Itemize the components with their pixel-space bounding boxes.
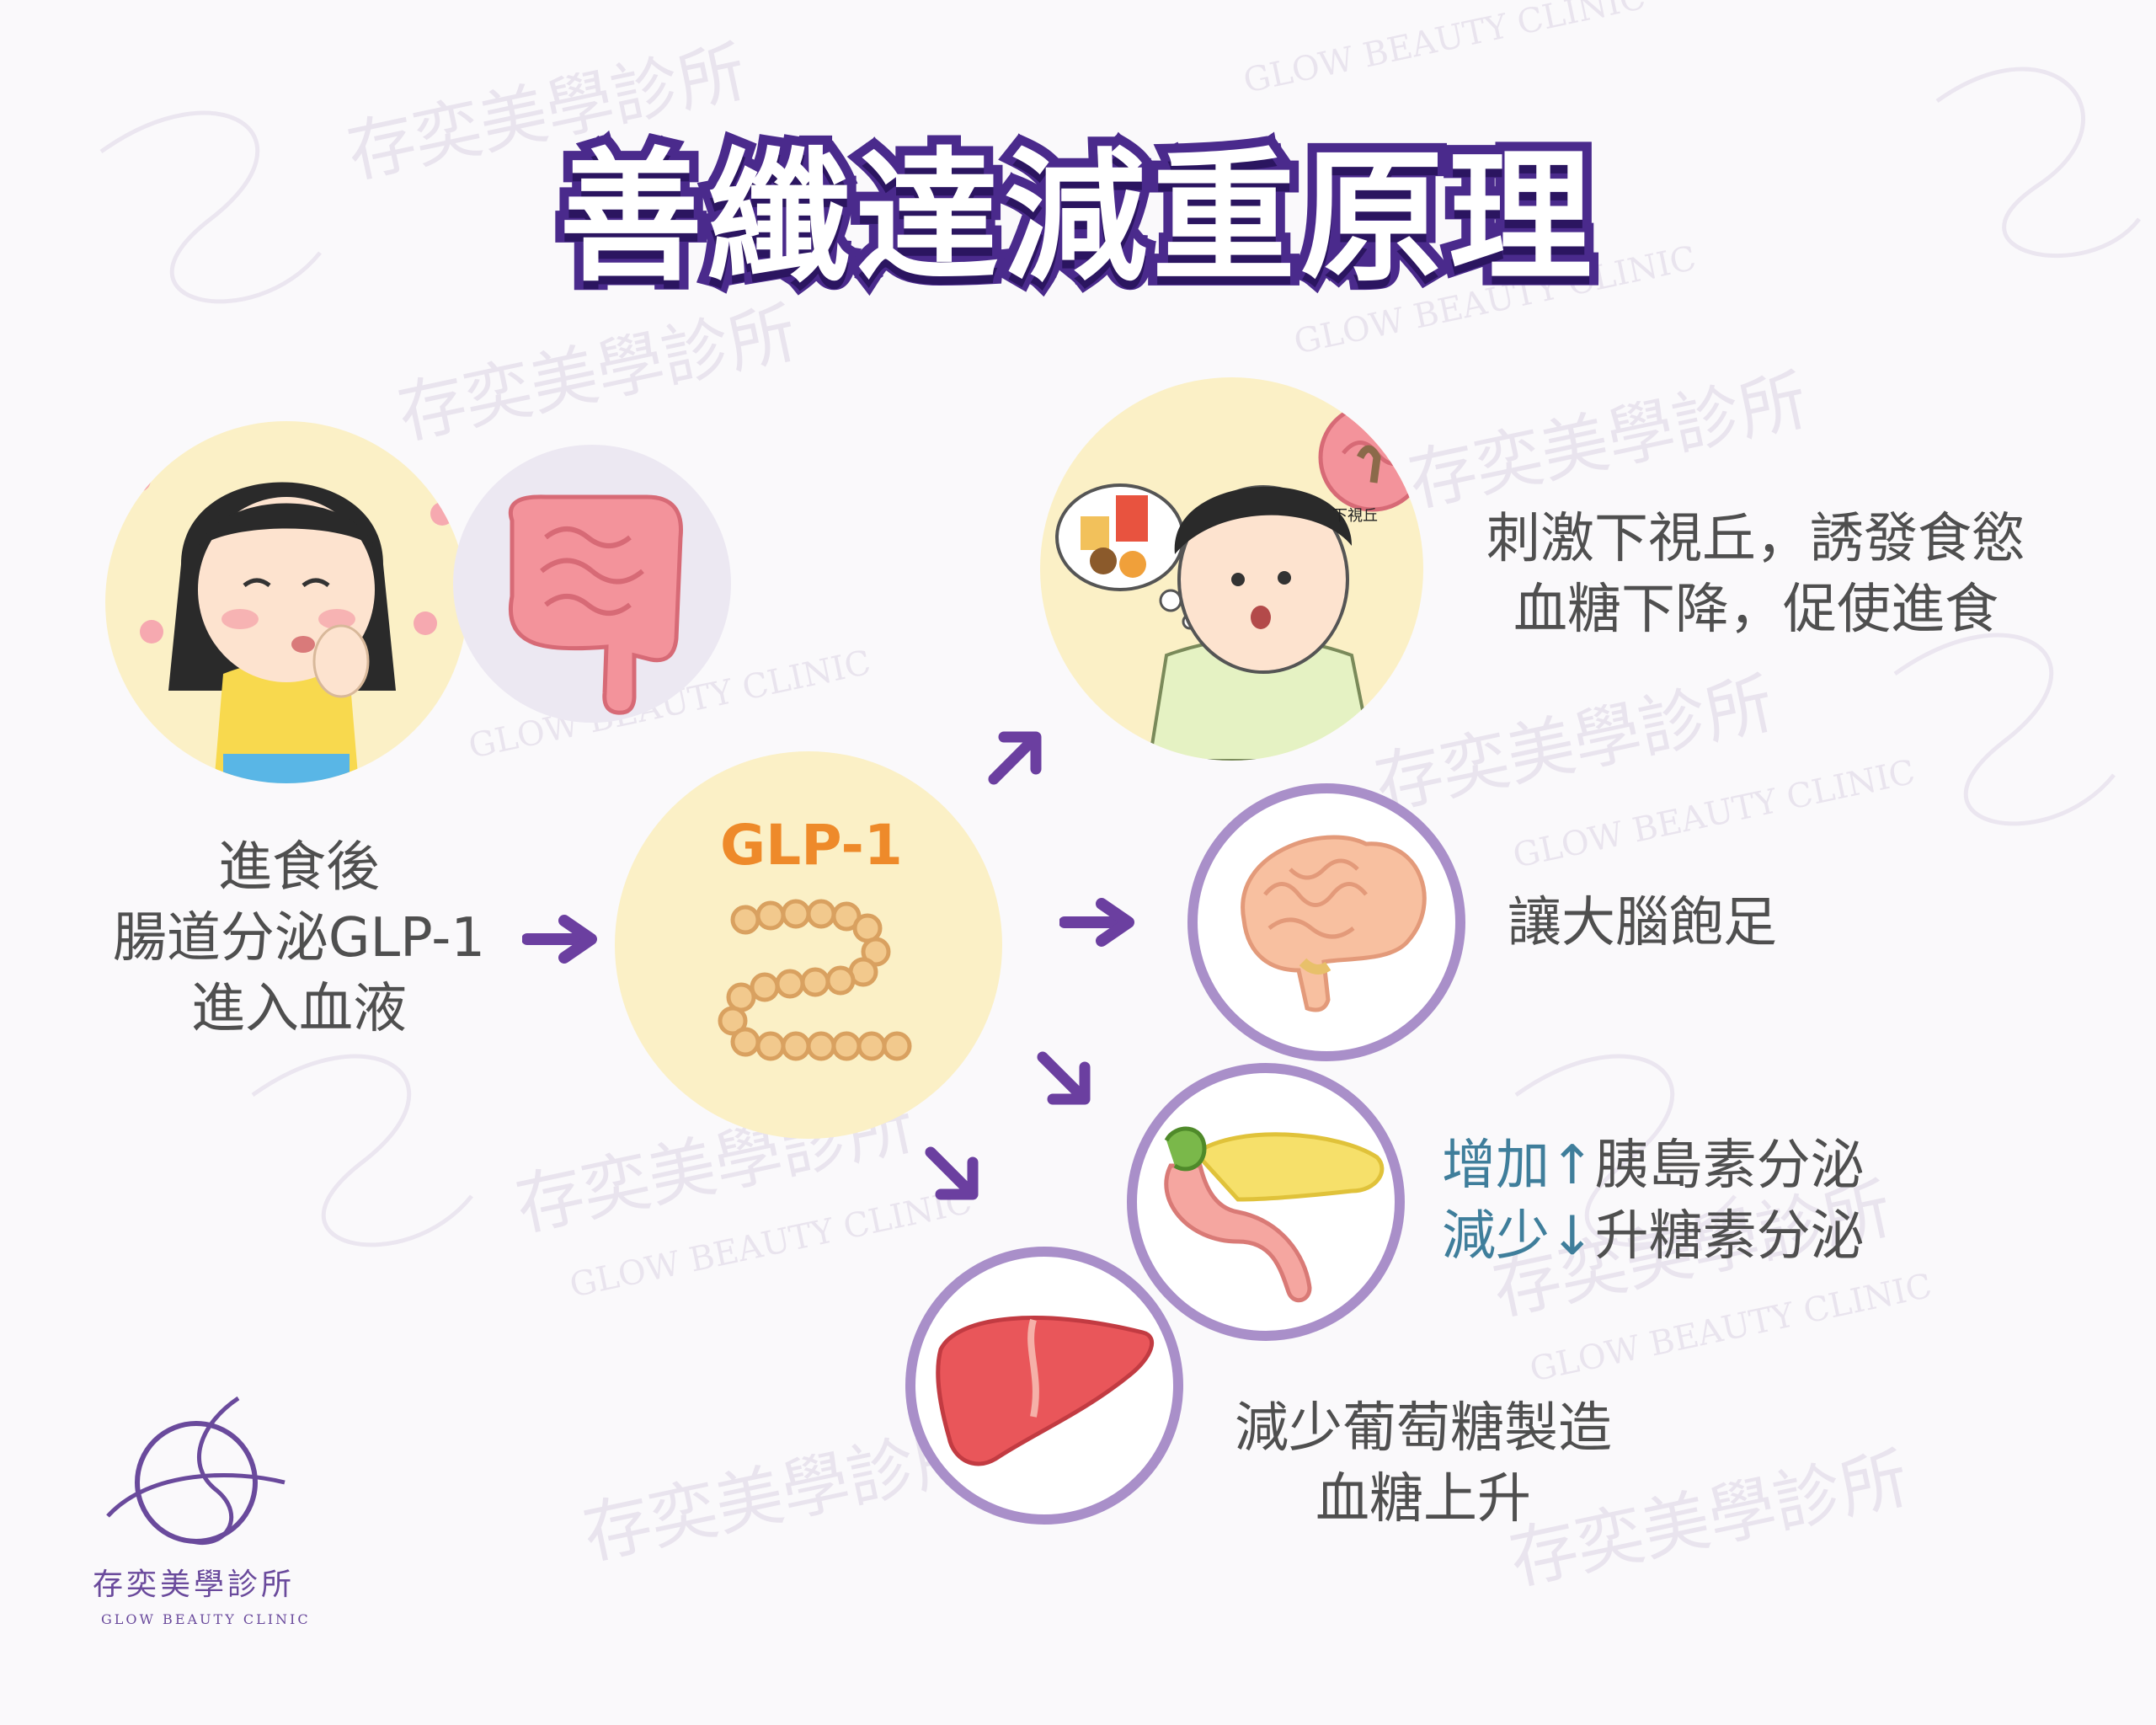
page-title: 善纖達減重原理 — [550, 126, 1601, 311]
step1-line-2: 腸道分泌GLP-1 — [112, 907, 486, 969]
liver-line-1: 減少葡萄糖製造 — [1235, 1397, 1612, 1460]
glp1-label: GLP-1 — [720, 813, 903, 878]
clinic-logo-icon — [106, 1396, 286, 1545]
intestine-illustration — [453, 445, 731, 723]
step1-line-1: 進食後 — [218, 836, 380, 899]
arrow-right-icon — [522, 915, 597, 964]
hypothalamus-line-1: 刺激下視丘，誘發食慾 — [1486, 508, 2025, 570]
clinic-name: 存奕美學診所 — [93, 1567, 296, 1602]
liver-line-2: 血糖上升 — [1315, 1468, 1531, 1530]
pancreas-illustration — [1127, 1063, 1405, 1341]
hypothalamus-line-2: 血糖下降，促使進食 — [1513, 579, 1999, 641]
hypothalamus-text: 刺激下視丘，誘發食慾 血糖下降，促使進食 — [1453, 504, 2059, 645]
arrow-right-icon — [1059, 898, 1134, 947]
arrow-down-right-icon — [1037, 1051, 1091, 1105]
brain-text: 讓大腦飽足 — [1508, 892, 1777, 954]
increase-label: 增加↑ — [1442, 1135, 1595, 1197]
pancreas-text: 增加↑胰島素分泌 減少↓升糖素分泌 — [1442, 1130, 1865, 1272]
insulin-text: 胰島素分泌 — [1594, 1135, 1865, 1197]
step1-line-3: 進入血液 — [191, 978, 407, 1040]
pancreas-line-1: 增加↑胰島素分泌 — [1442, 1130, 1865, 1201]
glucagon-text: 升糖素分泌 — [1594, 1205, 1865, 1268]
step1-text: 進食後 腸道分泌GLP-1 進入血液 — [76, 832, 522, 1044]
liver-illustration — [905, 1247, 1183, 1525]
arrow-down-right-icon — [925, 1146, 979, 1200]
clinic-name-english: GLOW BEAUTY CLINIC — [101, 1611, 311, 1627]
pancreas-line-2: 減少↓升糖素分泌 — [1442, 1201, 1865, 1272]
decrease-label: 減少↓ — [1442, 1205, 1595, 1268]
hypothalamus-tag: 下視丘 — [1332, 507, 1378, 525]
watermark-text: GLOW BEAUTY CLINIC — [1241, 0, 1649, 101]
hungry-boy-illustration — [1040, 377, 1423, 761]
watermark-text: 存奕美學診所 — [1402, 360, 1814, 521]
eating-girl-illustration — [105, 421, 467, 783]
watermark-text: 存奕美學診所 — [392, 293, 803, 454]
glp1-molecule-illustration — [615, 751, 1002, 1139]
arrow-up-right-icon — [988, 731, 1042, 785]
liver-text: 減少葡萄糖製造 血糖上升 — [1204, 1393, 1642, 1535]
brain-illustration — [1187, 783, 1465, 1061]
